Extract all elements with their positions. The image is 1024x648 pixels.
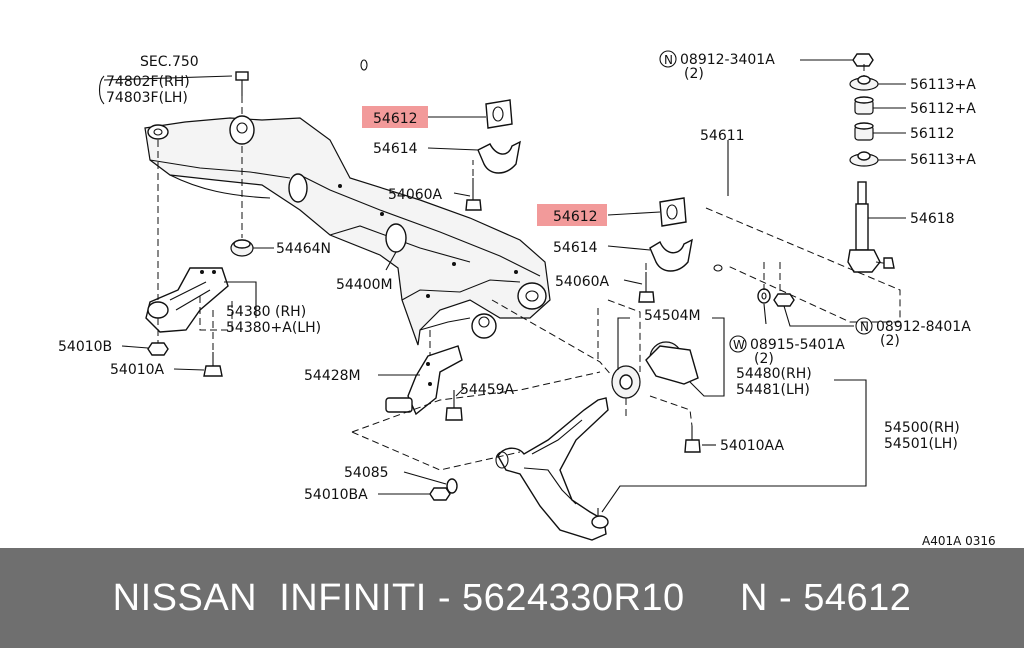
label-54060a-lower: 54060A [555, 274, 610, 290]
label-54428m: 54428M [304, 368, 361, 384]
bushing-54612-upper [485, 99, 513, 129]
label-56113a-bottom: 56113+A [910, 152, 976, 168]
label-54614-upper: 54614 [373, 141, 418, 157]
label-54500-rh: 54500(RH) [884, 420, 960, 436]
stabilizer-bar-54611 [360, 43, 821, 273]
label-54611: 54611 [700, 128, 745, 144]
parts-diagram: SEC.750 74802F(RH) 74803F(LH) 54612 5461… [58, 43, 996, 548]
lower-arm-54500 [495, 397, 609, 541]
n-badge-2-text: N [860, 320, 869, 334]
bolt-54060a-lower [638, 272, 655, 303]
bolt-54010a [203, 352, 223, 377]
bolt-54060a-upper [465, 178, 482, 211]
label-56113a-top: 56113+A [910, 77, 976, 93]
clamp-54614-upper [477, 140, 521, 174]
label-qty-2-c: (2) [880, 333, 900, 349]
highlight-54612-lower [537, 204, 607, 226]
bushing-56112a [854, 96, 874, 115]
bracket-54480 [645, 345, 699, 385]
nut-54010b [147, 342, 169, 356]
n-badge-1 [659, 50, 677, 68]
nut-08912-8401a [773, 293, 795, 307]
label-54464n: 54464N [276, 241, 331, 257]
label-54060a-upper: 54060A [388, 187, 443, 203]
label-56112a: 56112+A [910, 101, 976, 117]
label-08912-8401a: 08912-8401A [876, 319, 971, 335]
bracket-mark [98, 75, 105, 105]
label-54380-lh: 54380+A(LH) [226, 320, 321, 336]
label-54618: 54618 [910, 211, 955, 227]
label-54614-lower: 54614 [553, 240, 598, 256]
highlight-54612-upper [362, 106, 428, 128]
leader-lines [103, 59, 906, 513]
bushing-56112 [854, 122, 874, 141]
label-54612-lower: 54612 [553, 209, 598, 225]
washer-08915-5401a [757, 288, 771, 304]
label-54010aa: 54010AA [720, 438, 785, 454]
banner-text: NISSAN INFINITI - 5624330R10 N - 54612 [112, 576, 912, 619]
label-74803f: 74803F(LH) [106, 90, 188, 106]
assembly-dashed-lines [157, 64, 901, 471]
label-74802f: 74802F(RH) [106, 74, 190, 90]
bushing-54612-lower [659, 197, 687, 227]
label-54459a: 54459A [460, 382, 515, 398]
nut-08912-3401a [852, 53, 874, 67]
crossmember-54400m [144, 115, 551, 346]
label-54010b: 54010B [58, 339, 112, 355]
bracket-54380 [145, 267, 229, 333]
w-badge [729, 335, 747, 353]
washer-56113a-top [849, 75, 879, 91]
label-54481-lh: 54481(LH) [736, 382, 810, 398]
bolt-sec750 [235, 71, 249, 96]
label-08915-5401a: 08915-5401A [750, 337, 845, 353]
label-54504m: 54504M [644, 308, 701, 324]
label-54480-rh: 54480(RH) [736, 366, 812, 382]
bushing-54464n [230, 239, 254, 257]
label-54085: 54085 [344, 465, 389, 481]
label-qty-2-b: (2) [754, 351, 774, 367]
n-badge-2 [855, 317, 873, 335]
link-rod-54618 [847, 181, 895, 273]
diagram-code: A401A 0316 [922, 534, 996, 548]
label-54400m: 54400M [336, 277, 393, 293]
label-54501-lh: 54501(LH) [884, 436, 958, 452]
w-badge-text: W [733, 338, 745, 352]
washer-54085 [446, 478, 458, 494]
bolt-54459a [445, 390, 463, 421]
nut-54010ba [429, 487, 451, 501]
rod-54428m [385, 345, 463, 416]
label-08912-3401a: 08912-3401A [680, 52, 775, 68]
label-54380-rh: 54380 (RH) [226, 304, 306, 320]
clamp-54614-lower [649, 238, 693, 272]
label-54010a: 54010A [110, 362, 165, 378]
label-sec750: SEC.750 [140, 54, 199, 70]
label-56112: 56112 [910, 126, 955, 142]
label-qty-2-a: (2) [684, 66, 704, 82]
label-54010ba: 54010BA [304, 487, 368, 503]
part-number-banner: NISSAN INFINITI - 5624330R10 N - 54612 [0, 548, 1024, 648]
n-badge-1-text: N [664, 53, 673, 67]
label-54612-upper: 54612 [373, 111, 418, 127]
bolt-54010aa [684, 426, 701, 453]
washer-56113a-bottom [849, 151, 879, 167]
